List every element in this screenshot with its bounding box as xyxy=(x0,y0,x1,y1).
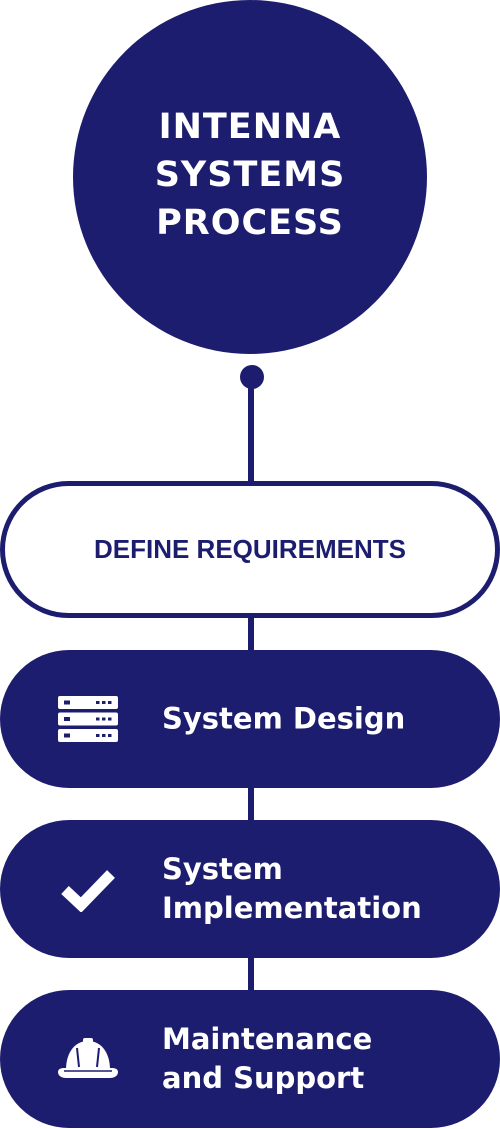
server-rack-icon xyxy=(56,687,120,751)
title-line: PROCESS xyxy=(156,202,344,243)
step-label: Maintenance and Support xyxy=(162,1020,372,1098)
step-label-line: System xyxy=(162,852,283,886)
diagram-title: INTENNA SYSTEMS PROCESS xyxy=(155,103,346,247)
title-circle: INTENNA SYSTEMS PROCESS xyxy=(73,0,427,354)
checkmark-icon xyxy=(56,857,120,921)
step-label-line: Implementation xyxy=(162,891,422,925)
step-label-line: Maintenance xyxy=(162,1022,373,1056)
title-line: INTENNA xyxy=(158,106,342,147)
connector-dot xyxy=(240,365,264,389)
step-label: System Implementation xyxy=(162,850,422,928)
connector-line-1 xyxy=(248,615,254,655)
step-system-implementation: System Implementation xyxy=(0,820,500,958)
connector-line-title xyxy=(248,376,254,484)
step-label-line: and Support xyxy=(162,1061,365,1095)
step-label: DEFINE REQUIREMENTS xyxy=(93,534,407,564)
title-line: SYSTEMS xyxy=(154,154,346,195)
connector-line-2 xyxy=(248,785,254,825)
connector-line-3 xyxy=(248,955,254,995)
step-define-requirements: DEFINE REQUIREMENTS xyxy=(0,481,500,618)
step-label-line: System Design xyxy=(162,701,406,736)
step-maintenance-support: Maintenance and Support xyxy=(0,990,500,1128)
step-label: System Design xyxy=(162,700,405,739)
hard-hat-icon xyxy=(56,1027,120,1091)
step-system-design: System Design xyxy=(0,650,500,788)
